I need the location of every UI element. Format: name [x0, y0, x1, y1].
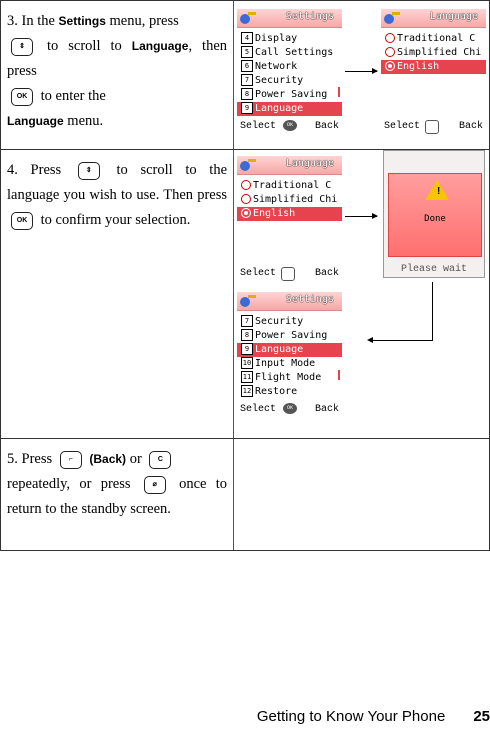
- radio-icon: [241, 180, 251, 190]
- language-option[interactable]: Traditional C: [237, 179, 342, 193]
- instruction-table: 3. In the Settings menu, press ⇕ to scro…: [0, 0, 490, 551]
- ok-softkey-icon: OK: [283, 403, 297, 414]
- language-option[interactable]: Simplified Chi: [381, 46, 486, 60]
- radio-icon: [241, 194, 251, 204]
- settings-tools-icon: [240, 159, 256, 171]
- settings-tools-icon: [384, 12, 400, 24]
- nav-key-icon: ⇕: [11, 37, 33, 56]
- step-3-row: 3. In the Settings menu, press ⇕ to scro…: [1, 1, 489, 150]
- ok-key-icon: OK: [11, 87, 33, 106]
- step-5-row: 5. Press ⌐ (Back) or C repeatedly, or pr…: [1, 439, 489, 550]
- radio-icon: [385, 47, 395, 57]
- radio-icon: [241, 208, 251, 218]
- ok-key-icon: OK: [11, 211, 33, 230]
- language-option[interactable]: Simplified Chi: [237, 193, 342, 207]
- clear-key-icon: C: [149, 450, 172, 469]
- end-key-icon: ⌀: [143, 475, 166, 494]
- language-option[interactable]: English: [237, 207, 342, 221]
- language-option[interactable]: English: [381, 60, 486, 74]
- nav-key-icon: ⇕: [77, 161, 100, 180]
- arrow-left: [367, 337, 373, 343]
- step-5-text: 5. Press ⌐ (Back) or C repeatedly, or pr…: [7, 450, 227, 517]
- step-3-text: 3. In the Settings menu, press ⇕ to scro…: [7, 13, 228, 129]
- settings-tools-icon: [240, 295, 256, 307]
- radio-icon: [385, 33, 395, 43]
- save-softkey-icon: [281, 267, 295, 281]
- back-key-icon: ⌐: [59, 450, 82, 469]
- done-dialog: ! Done Please wait: [383, 150, 485, 278]
- save-softkey-icon: [425, 120, 439, 134]
- radio-icon: [385, 61, 395, 71]
- arrow-right: [345, 68, 378, 74]
- language-option[interactable]: Traditional C: [381, 32, 486, 46]
- step-4-row: 4. Press ⇕ to scroll to the language you…: [1, 150, 489, 439]
- settings-tools-icon: [240, 12, 256, 24]
- step-4-text: 4. Press ⇕ to scroll to the language you…: [7, 161, 228, 230]
- ok-softkey-icon: OK: [283, 120, 297, 131]
- warning-icon: [425, 180, 449, 200]
- arrow-right: [345, 213, 378, 219]
